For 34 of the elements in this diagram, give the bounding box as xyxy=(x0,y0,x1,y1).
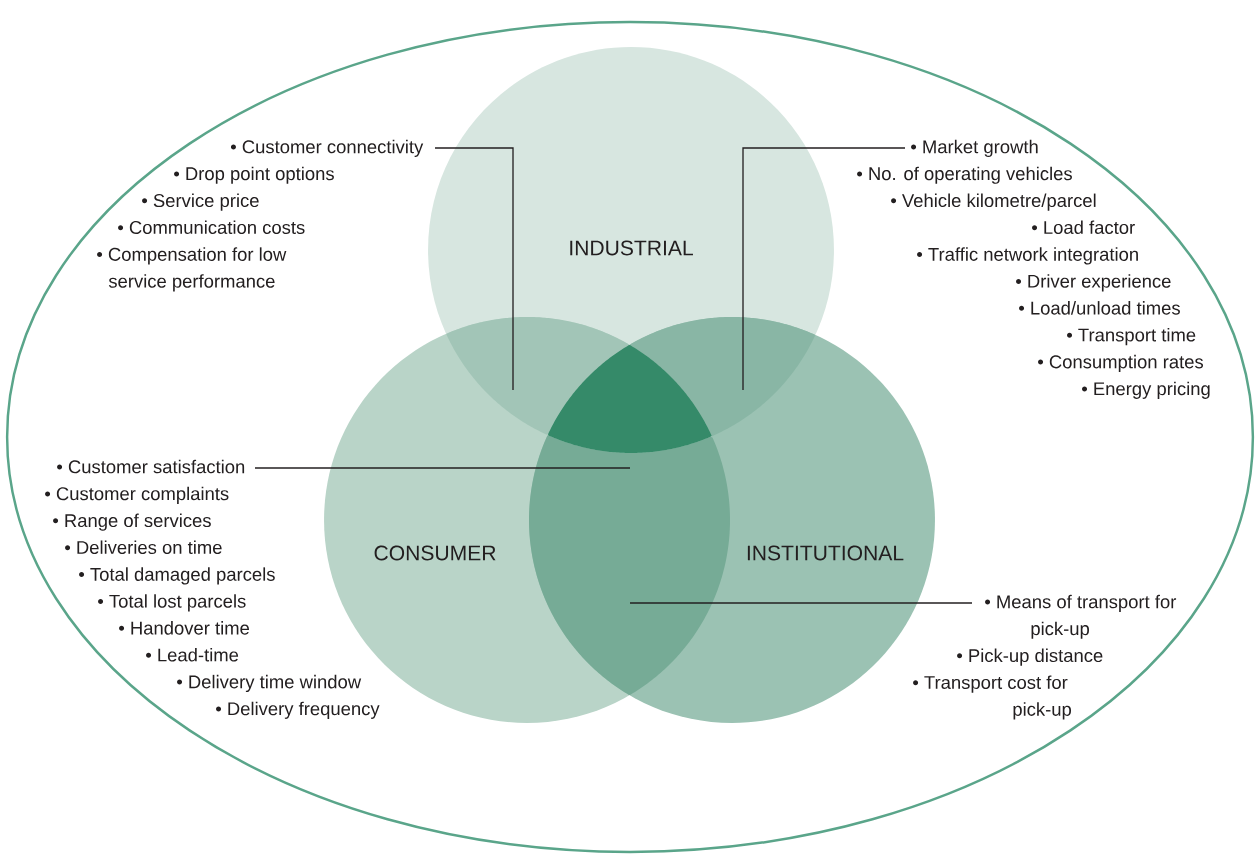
list-item: • Deliveries on time xyxy=(65,540,222,554)
list-item: • Energy pricing xyxy=(1082,381,1210,399)
list-item: • Customer connectivity xyxy=(230,139,424,157)
overlap-region xyxy=(446,317,629,435)
list-item: • Transport time xyxy=(1067,327,1196,346)
list-item: • Communication costs xyxy=(118,220,305,234)
outer-ellipse xyxy=(5,20,1255,854)
list-item: • Range of services xyxy=(53,513,211,531)
list-item: • Market growth xyxy=(911,139,1038,157)
list-item: • Compensation for low service performance xyxy=(97,247,287,292)
list-item: • Means of transport for pick-up xyxy=(985,594,1177,639)
list-item: • Lead-time xyxy=(146,647,239,662)
list-item: • Drop point options xyxy=(174,166,334,184)
overlap-region xyxy=(548,345,712,453)
list-item: • Driver experience xyxy=(1016,274,1171,292)
list-item: • Load/unload times xyxy=(1019,301,1180,315)
list-item: • Customer satisfaction xyxy=(57,459,245,474)
list-item: • Load factor xyxy=(1032,220,1135,234)
list-item: • Handover time xyxy=(119,621,249,635)
list-item: • Customer complaints xyxy=(45,486,229,504)
leader-line xyxy=(742,147,906,391)
overlap-region xyxy=(630,317,815,437)
leader-line xyxy=(629,602,973,604)
list-item: • Vehicle kilometre/parcel xyxy=(891,193,1096,211)
list-item: • Pick-up distance xyxy=(957,648,1103,666)
leader-line xyxy=(434,147,514,391)
list-item: • Traffic network integration xyxy=(917,247,1138,265)
list-item: • Total damaged parcels xyxy=(79,567,275,585)
overlap-region xyxy=(529,435,730,695)
list-item: • Service price xyxy=(142,193,259,211)
leader-line xyxy=(254,467,631,469)
list-item: • No. of operating vehicles xyxy=(857,166,1072,184)
list-item: • Consumption rates xyxy=(1038,354,1203,373)
list-item: • Total lost parcels xyxy=(98,594,246,612)
